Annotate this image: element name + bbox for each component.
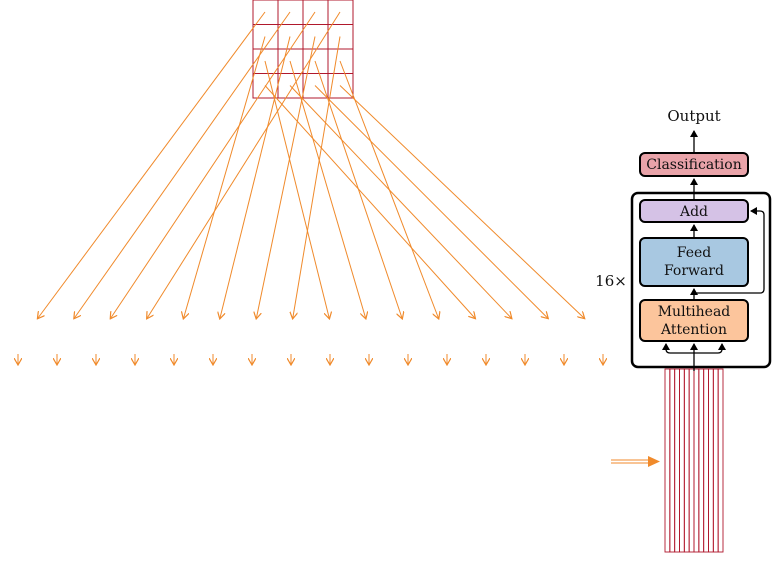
- token-strip: [708, 368, 714, 553]
- image-patch: [252, 24, 279, 50]
- patch-arrow: [293, 36, 341, 319]
- token-strip: [679, 368, 685, 553]
- patch-arrow: [220, 36, 291, 319]
- patch-arrow: [264, 60, 329, 318]
- feed-forward-label-1: Feed: [677, 245, 712, 261]
- multihead-attention-box: [639, 299, 749, 342]
- input-arrow: [611, 456, 660, 467]
- patch-arrow: [289, 60, 366, 318]
- patch-arrows: [38, 11, 584, 319]
- image-patch-grid: [252, 0, 354, 99]
- image-patch: [252, 0, 279, 25]
- token-strips: [664, 368, 724, 553]
- token-strip: [683, 368, 690, 553]
- patch-arrow: [147, 11, 341, 318]
- token-small-arrows: [18, 354, 603, 364]
- patch-arrow: [111, 11, 316, 318]
- token-strip: [698, 368, 705, 553]
- token-strip: [703, 368, 709, 553]
- multihead-label-2: Attention: [660, 322, 727, 338]
- patch-arrow: [264, 85, 475, 319]
- patch-arrow: [314, 85, 548, 319]
- encoder-block-outline: [630, 191, 772, 369]
- feed-forward-label-2: Forward: [664, 263, 724, 279]
- repeat-label: 16×: [595, 272, 627, 290]
- patch-arrow: [256, 36, 316, 319]
- token-strip: [712, 368, 719, 553]
- image-patch: [327, 73, 354, 99]
- qkv-arrows: [662, 343, 726, 371]
- patch-arrow: [38, 11, 266, 318]
- classification-box: [639, 152, 749, 177]
- image-patch: [277, 0, 304, 25]
- token-strip: [693, 368, 700, 553]
- output-label: Output: [667, 107, 720, 125]
- token-strip: [688, 368, 695, 553]
- multihead-label-1: Multihead: [658, 304, 731, 320]
- patch-arrow: [289, 85, 511, 319]
- residual-connection: [694, 207, 765, 294]
- add-box: [639, 199, 749, 223]
- token-strip: [664, 368, 671, 553]
- image-patch: [327, 24, 354, 50]
- patch-arrow: [184, 36, 266, 319]
- image-patch: [277, 24, 304, 50]
- token-strip: [717, 368, 724, 553]
- classification-label: Classification: [646, 157, 741, 173]
- token-strip: [674, 368, 680, 553]
- patch-arrow: [74, 11, 291, 318]
- add-label: Add: [679, 204, 708, 220]
- feed-forward-box: [639, 237, 749, 287]
- token-strip: [669, 368, 676, 553]
- image-patch: [302, 0, 329, 25]
- image-patch: [327, 0, 354, 25]
- patch-arrow: [339, 85, 584, 319]
